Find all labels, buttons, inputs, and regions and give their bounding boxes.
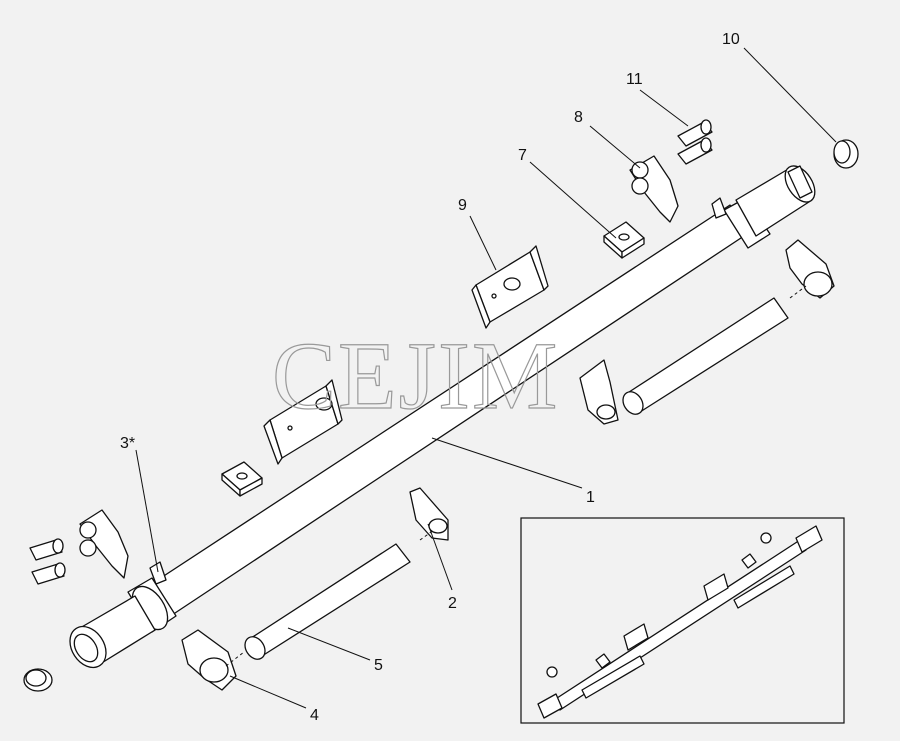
bracket-plate-lower — [263, 379, 343, 465]
callout-8: 8 — [574, 109, 583, 126]
spacer-pad-upper — [603, 221, 645, 259]
bracket-plate-upper — [471, 245, 549, 329]
clamp-block-lower — [79, 509, 129, 579]
tube-lower — [244, 543, 411, 660]
lug-plate-lower — [409, 487, 449, 541]
callout-9: 9 — [458, 197, 467, 214]
spacer-pad-lower — [221, 461, 263, 497]
end-cap-lower — [23, 668, 53, 692]
fork-bracket-upper — [785, 239, 835, 299]
clamp-block-upper — [629, 155, 679, 223]
callout-3: 3* — [120, 435, 135, 452]
callout-4: 4 — [310, 707, 319, 724]
pin-pair-lower — [29, 538, 66, 585]
leader-lines — [135, 47, 837, 709]
end-cap-upper — [833, 139, 859, 169]
fork-bracket-lower — [181, 629, 237, 691]
pin-pair-upper — [677, 119, 713, 165]
callout-7: 7 — [518, 147, 527, 164]
alignment-line — [225, 651, 245, 667]
callout-2: 2 — [448, 595, 457, 612]
alignment-line — [789, 285, 807, 299]
callout-1: 1 — [586, 489, 595, 506]
assembled-inset — [520, 517, 845, 724]
lug-plate-upper — [579, 359, 619, 425]
alignment-line — [419, 529, 435, 541]
callout-11: 11 — [626, 71, 643, 88]
callout-5: 5 — [374, 657, 383, 674]
main-shaft — [69, 165, 816, 669]
tube-upper — [622, 297, 789, 415]
callout-10: 10 — [722, 31, 740, 48]
watermark-text: CEJIM — [272, 322, 559, 429]
